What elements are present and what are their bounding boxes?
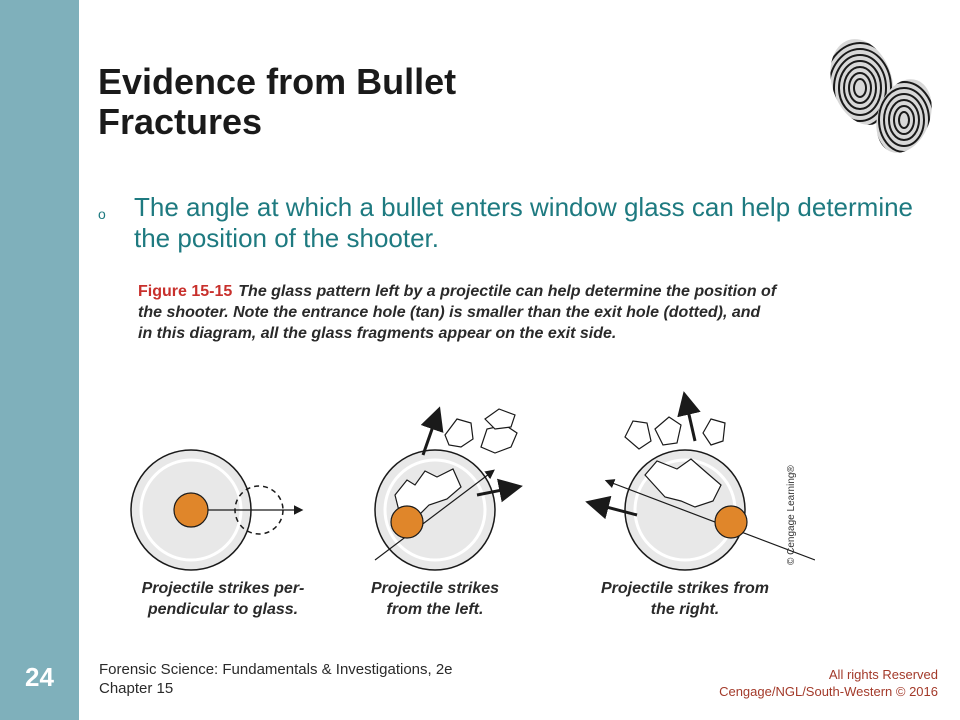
diagram-from-left	[374, 406, 523, 571]
sidebar	[0, 0, 79, 720]
figure-caption-text: The glass pattern left by a projectile c…	[138, 283, 777, 342]
footer-publisher: Cengage/NGL/South-Western © 2016	[719, 684, 938, 699]
figure-label: Figure 15-15	[138, 283, 233, 300]
slide-title: Evidence from Bullet Fractures	[98, 61, 457, 142]
image-credit: © Cengage Learning®	[786, 465, 797, 565]
slide-number: 24	[25, 662, 54, 692]
diagram-caption-right: Projectile strikes from the right.	[600, 580, 770, 618]
footer-book-info: Forensic Science: Fundamentals & Investi…	[99, 660, 453, 698]
footer-rights: All rights Reserved	[828, 667, 938, 682]
footer-copyright: All rights Reserved Cengage/NGL/South-We…	[719, 666, 938, 700]
glass-fracture-diagrams	[130, 391, 815, 571]
fingerprint-icon	[823, 39, 935, 159]
diagram-perpendicular	[130, 449, 304, 571]
bullet-marker: o	[98, 206, 106, 222]
diagram-from-right	[585, 391, 815, 571]
footer-book-title: Forensic Science: Fundamentals & Investi…	[99, 661, 453, 678]
diagram-caption-perpendicular: Projectile strikes per- pendicular to gl…	[141, 580, 305, 618]
diagram-caption-left: Projectile strikes from the left.	[370, 580, 500, 618]
footer-chapter: Chapter 15	[99, 680, 174, 697]
bullet-text: The angle at which a bullet enters windo…	[134, 192, 914, 253]
